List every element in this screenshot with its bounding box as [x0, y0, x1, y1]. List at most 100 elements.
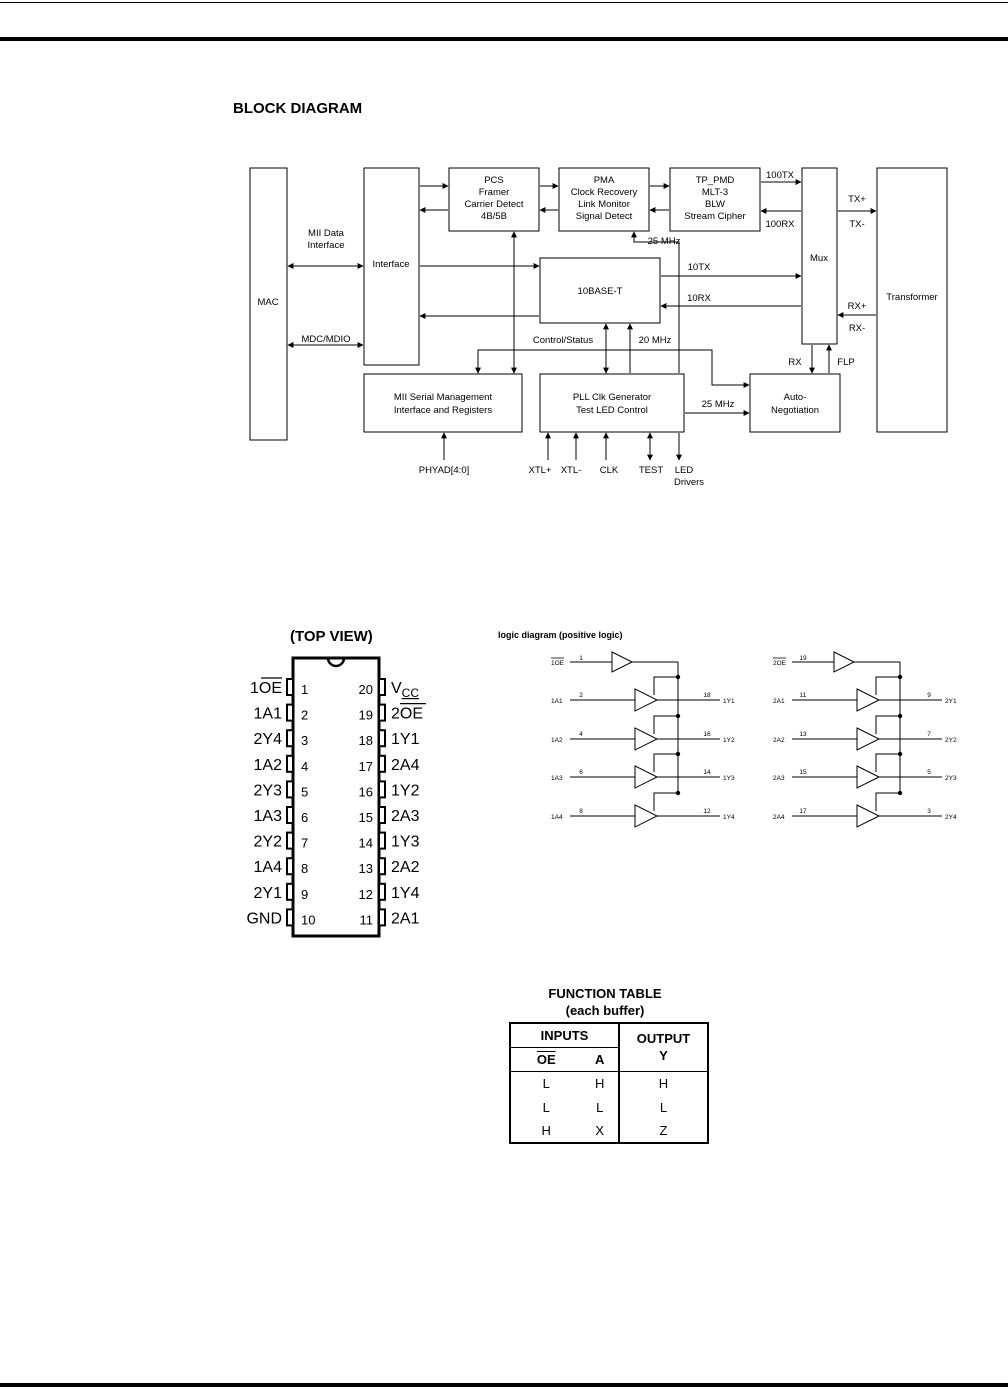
- pin-16-number: 16: [359, 784, 373, 799]
- input-1A4-label: 1A4: [551, 814, 563, 821]
- mdc-mdio-label: MDC/MDIO: [301, 334, 350, 345]
- bottom-thick-rule: [0, 1383, 1008, 1387]
- pma-line-2: Clock Recovery: [571, 187, 638, 198]
- buffer-1Y3: [634, 765, 659, 789]
- input-1A2-pin: 4: [579, 731, 583, 738]
- pin-19-name: 2OE: [391, 706, 423, 723]
- pin-3-number: 3: [301, 733, 308, 748]
- pin-16-name: 1Y2: [391, 782, 420, 799]
- top-thin-rule: [0, 2, 1008, 3]
- pin-17-name: 2A4: [391, 757, 420, 774]
- pin-7: [286, 831, 294, 850]
- row3-y: Z: [619, 1119, 709, 1144]
- pin-4-name: 1A2: [254, 757, 283, 774]
- pin-2: [286, 703, 294, 722]
- pin-5-name: 2Y3: [254, 782, 283, 799]
- row2-y: L: [619, 1095, 709, 1119]
- pcs-block: [448, 167, 540, 232]
- col-oe-header: OE: [508, 1047, 582, 1072]
- pin-13-name: 2A2: [391, 859, 420, 876]
- pll-block: [539, 373, 685, 433]
- output-2Y2-label: 2Y2: [945, 737, 957, 744]
- buffer-1Y4: [634, 804, 659, 828]
- enable-2OE-label: 2OE: [773, 660, 787, 667]
- pin-11-number: 11: [360, 912, 374, 927]
- input-2A2-pin: 13: [799, 731, 807, 738]
- enable-tap-wire: [653, 753, 678, 772]
- input-1A3-pin: 6: [579, 769, 583, 776]
- pin-1-number: 1: [301, 682, 308, 697]
- top-view-title: (TOP VIEW): [290, 628, 373, 645]
- pcs-line-4: 4B/5B: [481, 211, 507, 222]
- pin-9-number: 9: [301, 887, 308, 902]
- row1-y: H: [619, 1071, 709, 1095]
- pin-8: [286, 857, 294, 876]
- pin-14-number: 14: [359, 836, 373, 851]
- pin-4-number: 4: [301, 759, 308, 774]
- pin-9-name: 2Y1: [254, 885, 283, 902]
- enable-tap-wire: [875, 792, 900, 811]
- block-diagram: MAC Interface PCS Framer Carrier Detect …: [249, 167, 948, 488]
- enable-tap-wire: [875, 715, 900, 734]
- pin-3-name: 2Y4: [254, 731, 283, 748]
- pin-12: [378, 882, 386, 901]
- pma-line-4: Signal Detect: [576, 211, 633, 222]
- pma-line-3: Link Monitor: [578, 199, 630, 210]
- output-1Y3-pin: 14: [703, 769, 711, 776]
- output-2Y1-label: 2Y1: [945, 698, 957, 705]
- output-1Y1-label: 1Y1: [723, 698, 735, 705]
- input-2A2-label: 2A2: [773, 737, 785, 744]
- input-2A1-pin: 11: [800, 692, 807, 699]
- interface-label: Interface: [373, 259, 410, 270]
- output-1Y3-label: 1Y3: [723, 775, 735, 782]
- row3-oe: H: [508, 1119, 582, 1144]
- pin-5: [286, 780, 294, 799]
- input-2A4-pin: 17: [799, 808, 807, 815]
- pin-20: [378, 678, 386, 696]
- output-2Y1-pin: 9: [927, 692, 931, 699]
- row1-oe: L: [508, 1071, 582, 1095]
- mii-serial-line-1: MII Serial Management: [394, 392, 493, 403]
- row3-a: X: [581, 1119, 620, 1144]
- pin-8-name: 1A4: [254, 859, 283, 876]
- output-1Y2-label: 1Y2: [723, 737, 735, 744]
- output-2Y4-label: 2Y4: [945, 814, 957, 821]
- led-line-2: Drivers: [674, 477, 704, 488]
- pcs-line-1: PCS: [484, 175, 504, 186]
- pin-11: [378, 908, 386, 927]
- function-table-heading: FUNCTION TABLE: [548, 986, 662, 1001]
- output-2Y3-label: 2Y3: [945, 775, 957, 782]
- mii-serial-block: [363, 373, 523, 433]
- mux-label: Mux: [810, 253, 828, 264]
- buffer-2Y4: [856, 804, 881, 828]
- input-1A3-label: 1A3: [551, 775, 563, 782]
- input-2A4-label: 2A4: [773, 814, 785, 821]
- pin-12-number: 12: [359, 887, 373, 902]
- pcs-line-3: Carrier Detect: [464, 199, 523, 210]
- xtl-plus-label: XTL+: [529, 465, 552, 476]
- tp-pmd-line-1: TP_PMD: [696, 175, 735, 186]
- interface-block: [363, 167, 420, 366]
- output-header: OUTPUT: [636, 1031, 691, 1047]
- pin-8-number: 8: [301, 861, 308, 876]
- pin-15: [378, 806, 386, 824]
- rx-label: RX: [788, 357, 802, 368]
- pin-4: [286, 754, 294, 773]
- mhz25-autoneg-label: 25 MHz: [702, 399, 735, 410]
- tx100-label: 100TX: [766, 170, 795, 181]
- rx10-label: 10RX: [687, 293, 711, 304]
- pin-10-name: GND: [246, 910, 282, 927]
- led-line-1: LED: [675, 465, 694, 476]
- mux-block: [801, 167, 838, 345]
- row1-a: H: [581, 1071, 620, 1095]
- buffer-2Y3: [856, 765, 881, 789]
- rx-minus-label: RX-: [849, 323, 865, 334]
- function-table-title: FUNCTION TABLE (each buffer): [505, 985, 705, 1019]
- pin-11-name: 2A1: [391, 910, 420, 927]
- pin-7-name: 2Y2: [254, 834, 283, 851]
- pin-17: [378, 754, 386, 773]
- tp-pmd-line-3: BLW: [705, 199, 725, 210]
- enable-1OE-label: 1OE: [551, 660, 565, 667]
